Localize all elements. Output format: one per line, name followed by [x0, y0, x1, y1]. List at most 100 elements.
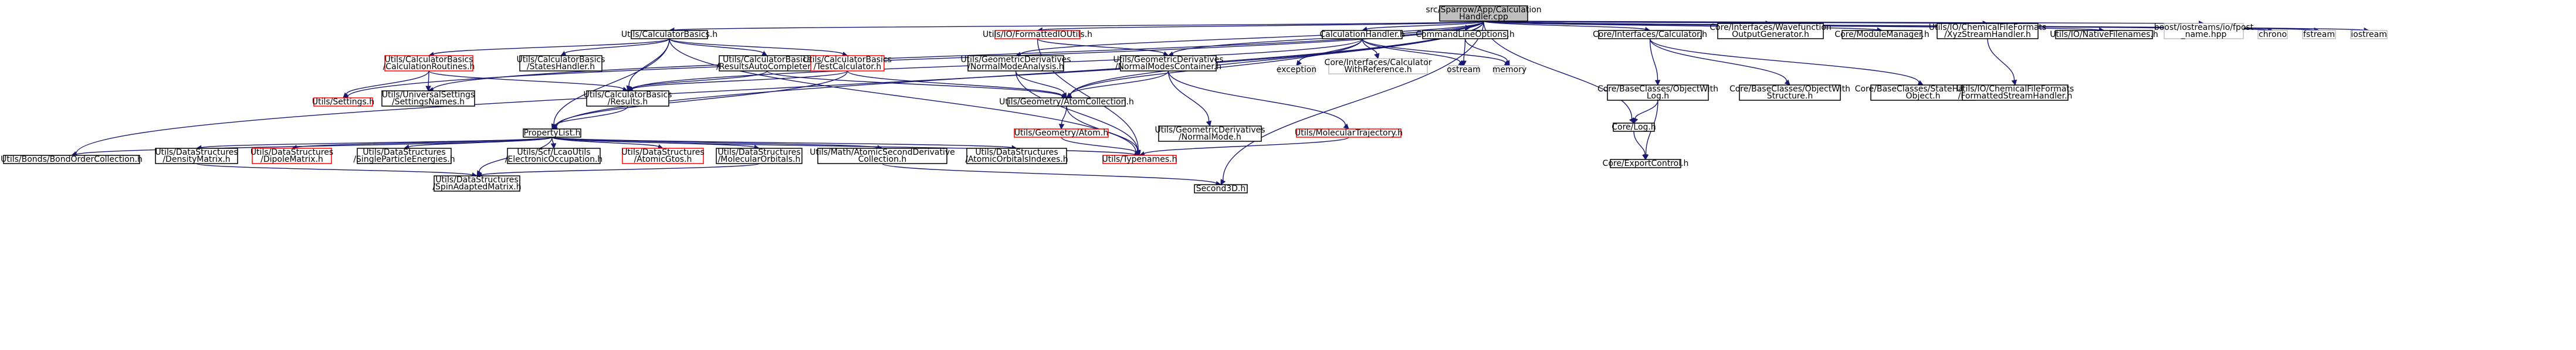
file-node-normalmodescont[interactable]: Utils/GeometricDerivatives/NormalModesCo…: [1113, 55, 1223, 72]
file-node-label: Utils/Geometry/Atom.h: [1014, 128, 1108, 138]
file-node-normalmode[interactable]: Utils/GeometricDerivatives/NormalModeAna…: [960, 55, 1071, 72]
file-node-label: Core/Interfaces/Calculator: [1325, 58, 1432, 67]
file-node-dipole[interactable]: Utils/DataStructures/DipoleMatrix.h: [251, 148, 333, 164]
dependency-edge-xyz-to-formattedstream: [1987, 38, 2018, 86]
file-node-calchandler[interactable]: CalculationHandler.h: [1319, 30, 1404, 39]
file-node-singleparticle[interactable]: Utils/DataStructures/SingleParticleEnerg…: [353, 148, 455, 164]
dependency-edge-atomcoll-to-atom: [1058, 106, 1067, 130]
file-node-label: Utils/CalculatorBasics: [723, 55, 811, 64]
file-node-second3d[interactable]: Second3D.h: [1194, 184, 1248, 193]
file-node-label: Utils/IO/NativeFilenames.h: [2050, 30, 2158, 39]
file-node-label: /NormalModeAnalysis.h: [967, 62, 1064, 72]
file-node-label: Utils/DataStructures: [717, 148, 800, 157]
file-node-bondorder[interactable]: Utils/Bonds/BondOrderCollection.h: [1, 155, 143, 164]
dependency-edge-root-to-second3d: [1220, 21, 1484, 185]
file-node-label: Second3D.h: [1196, 184, 1246, 193]
file-node-label: Handler.cpp: [1459, 12, 1508, 22]
file-node-molorbitals[interactable]: Utils/DataStructures/MolecularOrbitals.h: [716, 148, 803, 164]
file-node-calcbasics[interactable]: Utils/CalculatorBasics.h: [621, 30, 717, 39]
file-node-label: memory: [1492, 65, 1527, 74]
file-node-atomicsecond[interactable]: Utils/Math/AtomicSecondDerivativeCollect…: [810, 148, 955, 164]
file-node-wavefunction[interactable]: Core/Interfaces/WavefunctionOutputGenera…: [1710, 23, 1831, 39]
file-node-ostream: ostream: [1447, 65, 1481, 74]
dependency-edge-corelog-to-exportcontrol: [1633, 131, 1648, 161]
file-node-label: Core/BaseClasses/StateHandable: [1855, 84, 1992, 94]
file-node-label: Utils/Math/AtomicSecondDerivative: [810, 148, 955, 157]
file-node-label: Utils/DataStructures: [975, 148, 1058, 157]
file-node-label: /ElectronicOccupation.h: [505, 155, 603, 164]
file-node-formatted[interactable]: Utils/IO/FormattedIOUtils.h: [983, 30, 1092, 39]
dependency-edge-cmdopts-to-ostream: [1461, 38, 1467, 67]
file-node-universalsettings[interactable]: Utils/UniversalSettings/SettingsNames.h: [381, 90, 475, 107]
file-node-proplist[interactable]: PropertyList.h: [523, 128, 581, 138]
file-node-atomicorbital[interactable]: Utils/DataStructures/AtomicOrbitalsIndex…: [965, 148, 1068, 164]
file-node-atomicgtos[interactable]: Utils/DataStructures/AtomicGtos.h: [621, 148, 704, 164]
file-node-spinadapted[interactable]: Utils/DataStructures/SpinAdaptedMatrix.h: [432, 175, 521, 192]
file-node-label: fstream: [2303, 30, 2335, 39]
file-node-label: /MolecularOrbitals.h: [718, 155, 801, 164]
dependency-edge-corecalc-to-objwithstruct: [1649, 38, 1790, 86]
file-node-corecalc[interactable]: Core/Interfaces/Calculator.h: [1593, 30, 1707, 39]
file-node-label: _name.hpp: [2181, 30, 2227, 39]
file-node-iostream: iostream: [2350, 30, 2388, 39]
file-node-label: Utils/DataStructures: [435, 175, 518, 185]
dependency-edge-corecalc-to-objwithlog: [1649, 38, 1661, 86]
file-node-label: Structure.h: [1767, 91, 1813, 101]
file-node-label: /Results.h: [608, 97, 648, 107]
file-node-label: Utils/DataStructures: [363, 148, 445, 157]
file-node-label: PropertyList.h: [523, 128, 580, 138]
file-node-corelog[interactable]: Core/Log.h: [1612, 123, 1656, 132]
file-node-label: Utils/CalculatorBasics: [803, 55, 892, 64]
file-node-typenames[interactable]: Utils/Typenames.h: [1102, 155, 1177, 164]
file-node-electronic[interactable]: Utils/Scf/LcaoUtils/ElectronicOccupation…: [505, 148, 603, 164]
file-node-label: /TestCalculator.h: [814, 62, 881, 72]
file-node-root[interactable]: src/Sparrow/App/CalculationHandler.cpp: [1426, 5, 1541, 22]
file-nodes: src/Sparrow/App/CalculationHandler.cppUt…: [1, 5, 2388, 193]
file-node-label: Utils/GeometricDerivatives: [1113, 55, 1223, 64]
dependency-edge-calcroutines-to-universalsettings: [425, 70, 431, 92]
file-node-label: Utils/IO/ChemicalFileFormats: [1956, 84, 2074, 94]
file-node-label: Object.h: [1906, 91, 1941, 101]
file-node-label: src/Sparrow/App/Calculation: [1426, 5, 1541, 15]
file-node-results[interactable]: Utils/CalculatorBasics/Results.h: [584, 90, 672, 107]
dependency-edge-cmdopts-to-memory: [1464, 38, 1510, 66]
file-node-label: boost/iostreams/io/fpost: [2154, 23, 2254, 32]
file-node-label: Utils/DataStructures: [155, 148, 238, 157]
file-node-calcwithref: Core/Interfaces/CalculatorWithReference.…: [1325, 58, 1432, 74]
file-node-nativefn[interactable]: Utils/IO/NativeFilenames.h: [2050, 30, 2158, 39]
file-node-label: Utils/Scf/LcaoUtils: [517, 148, 590, 157]
file-node-atom[interactable]: Utils/Geometry/Atom.h: [1014, 128, 1109, 138]
dependency-edge-objwithlog-to-corelog: [1633, 100, 1658, 124]
file-node-label: Utils/Geometry/AtomCollection.h: [999, 97, 1134, 107]
file-node-label: Utils/CalculatorBasics: [584, 90, 672, 100]
dependency-edge-normalmodescont-to-moltraj: [1167, 70, 1349, 130]
file-node-xyz[interactable]: Utils/IO/ChemicalFileFormats/XyzStreamHa…: [1929, 23, 2046, 39]
file-node-label: /SettingsNames.h: [392, 97, 465, 107]
dependency-edge-calchandler-to-calcwithref: [1362, 38, 1380, 60]
file-node-normalmodeh[interactable]: Utils/GeometricDerivatives/NormalMode.h: [1155, 125, 1265, 142]
file-node-exportcontrol[interactable]: Core/ExportControl.h: [1603, 159, 1689, 168]
file-node-label: Utils/CalculatorBasics: [517, 55, 605, 64]
file-node-testcalc[interactable]: Utils/CalculatorBasics/TestCalculator.h: [803, 55, 892, 72]
file-node-calcroutines[interactable]: Utils/CalculatorBasics/CalculationRoutin…: [383, 55, 475, 72]
file-node-label: exception: [1277, 65, 1316, 74]
file-node-cmdopts[interactable]: CommandLineOptions.h: [1416, 30, 1514, 39]
file-node-settings[interactable]: Utils/Settings.h: [312, 97, 374, 107]
file-node-moltraj[interactable]: Utils/MolecularTrajectory.h: [1295, 128, 1403, 138]
file-node-stateshandler[interactable]: Utils/CalculatorBasics/StatesHandler.h: [517, 55, 605, 72]
file-node-atomcoll[interactable]: Utils/Geometry/AtomCollection.h: [999, 97, 1134, 107]
file-node-label: Utils/IO/FormattedIOUtils.h: [983, 30, 1092, 39]
file-node-label: Utils/UniversalSettings: [382, 90, 475, 100]
dependency-edge-normalmodescont-to-normalmodeh: [1167, 70, 1212, 127]
file-node-density[interactable]: Utils/DataStructures/DensityMatrix.h: [155, 148, 238, 164]
file-node-label: /FormattedStreamHandler.h: [1958, 91, 2073, 101]
file-node-label: Utils/Typenames.h: [1102, 155, 1177, 164]
file-node-label: /DensityMatrix.h: [163, 155, 230, 164]
file-node-formattedstream[interactable]: Utils/IO/ChemicalFileFormats/FormattedSt…: [1956, 84, 2074, 101]
file-node-resultsauto[interactable]: Utils/CalculatorBasics/ResultsAutoComple…: [716, 55, 818, 72]
file-node-modulemgr[interactable]: Core/ModuleManager.h: [1834, 30, 1929, 39]
